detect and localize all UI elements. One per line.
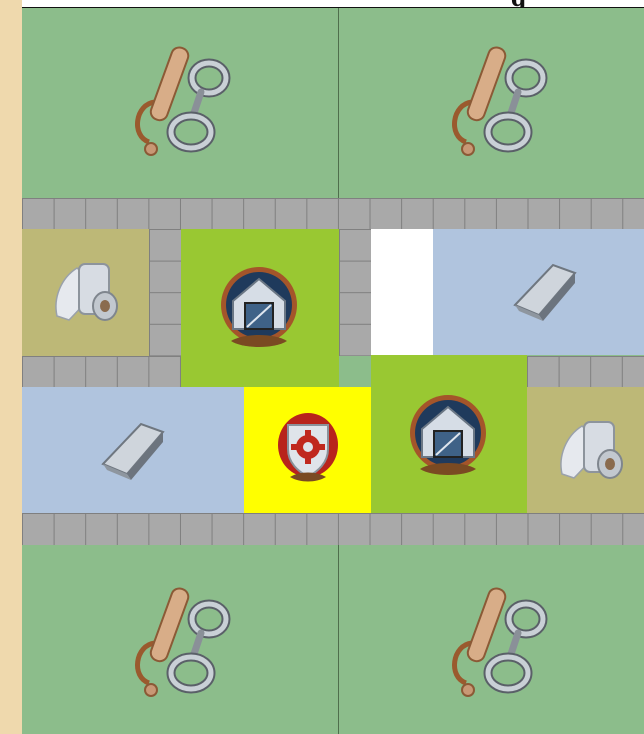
road-row-3 (22, 513, 644, 545)
tile-empty[interactable] (371, 229, 433, 355)
title-bar: g (22, 0, 644, 8)
gear-shield-icon (272, 411, 344, 487)
road-row-2b (527, 356, 644, 387)
game-board (22, 8, 644, 734)
lot-top-left[interactable] (22, 8, 339, 198)
fabric-roll-icon (49, 258, 121, 328)
bat-and-key-icon (442, 44, 552, 164)
tile-warehouse[interactable] (181, 229, 339, 387)
road-row-1 (22, 198, 644, 229)
tile-gear-shield[interactable] (244, 387, 371, 513)
lot-bottom-left[interactable] (22, 545, 339, 734)
metal-ingot-icon (97, 418, 169, 482)
bat-and-key-icon (125, 44, 235, 164)
tile-metal-ingot-2[interactable] (22, 387, 244, 513)
tile-metal-ingot[interactable] (433, 229, 644, 355)
bat-and-key-icon (125, 585, 235, 705)
tile-fabric-roll-2[interactable] (527, 387, 644, 513)
lot-bottom-right[interactable] (339, 545, 644, 734)
metal-ingot-icon (509, 259, 581, 323)
tile-fabric-roll[interactable] (22, 229, 149, 356)
tile-warehouse-2[interactable] (371, 355, 527, 513)
road-block-b (339, 229, 371, 356)
warehouse-icon (406, 391, 490, 481)
fabric-roll-icon (554, 416, 626, 486)
road-row-2 (22, 356, 181, 387)
road-block-a (149, 229, 181, 356)
bat-and-key-icon (442, 585, 552, 705)
side-panel (0, 0, 22, 734)
warehouse-icon (217, 263, 301, 353)
lot-top-right[interactable] (339, 8, 644, 198)
